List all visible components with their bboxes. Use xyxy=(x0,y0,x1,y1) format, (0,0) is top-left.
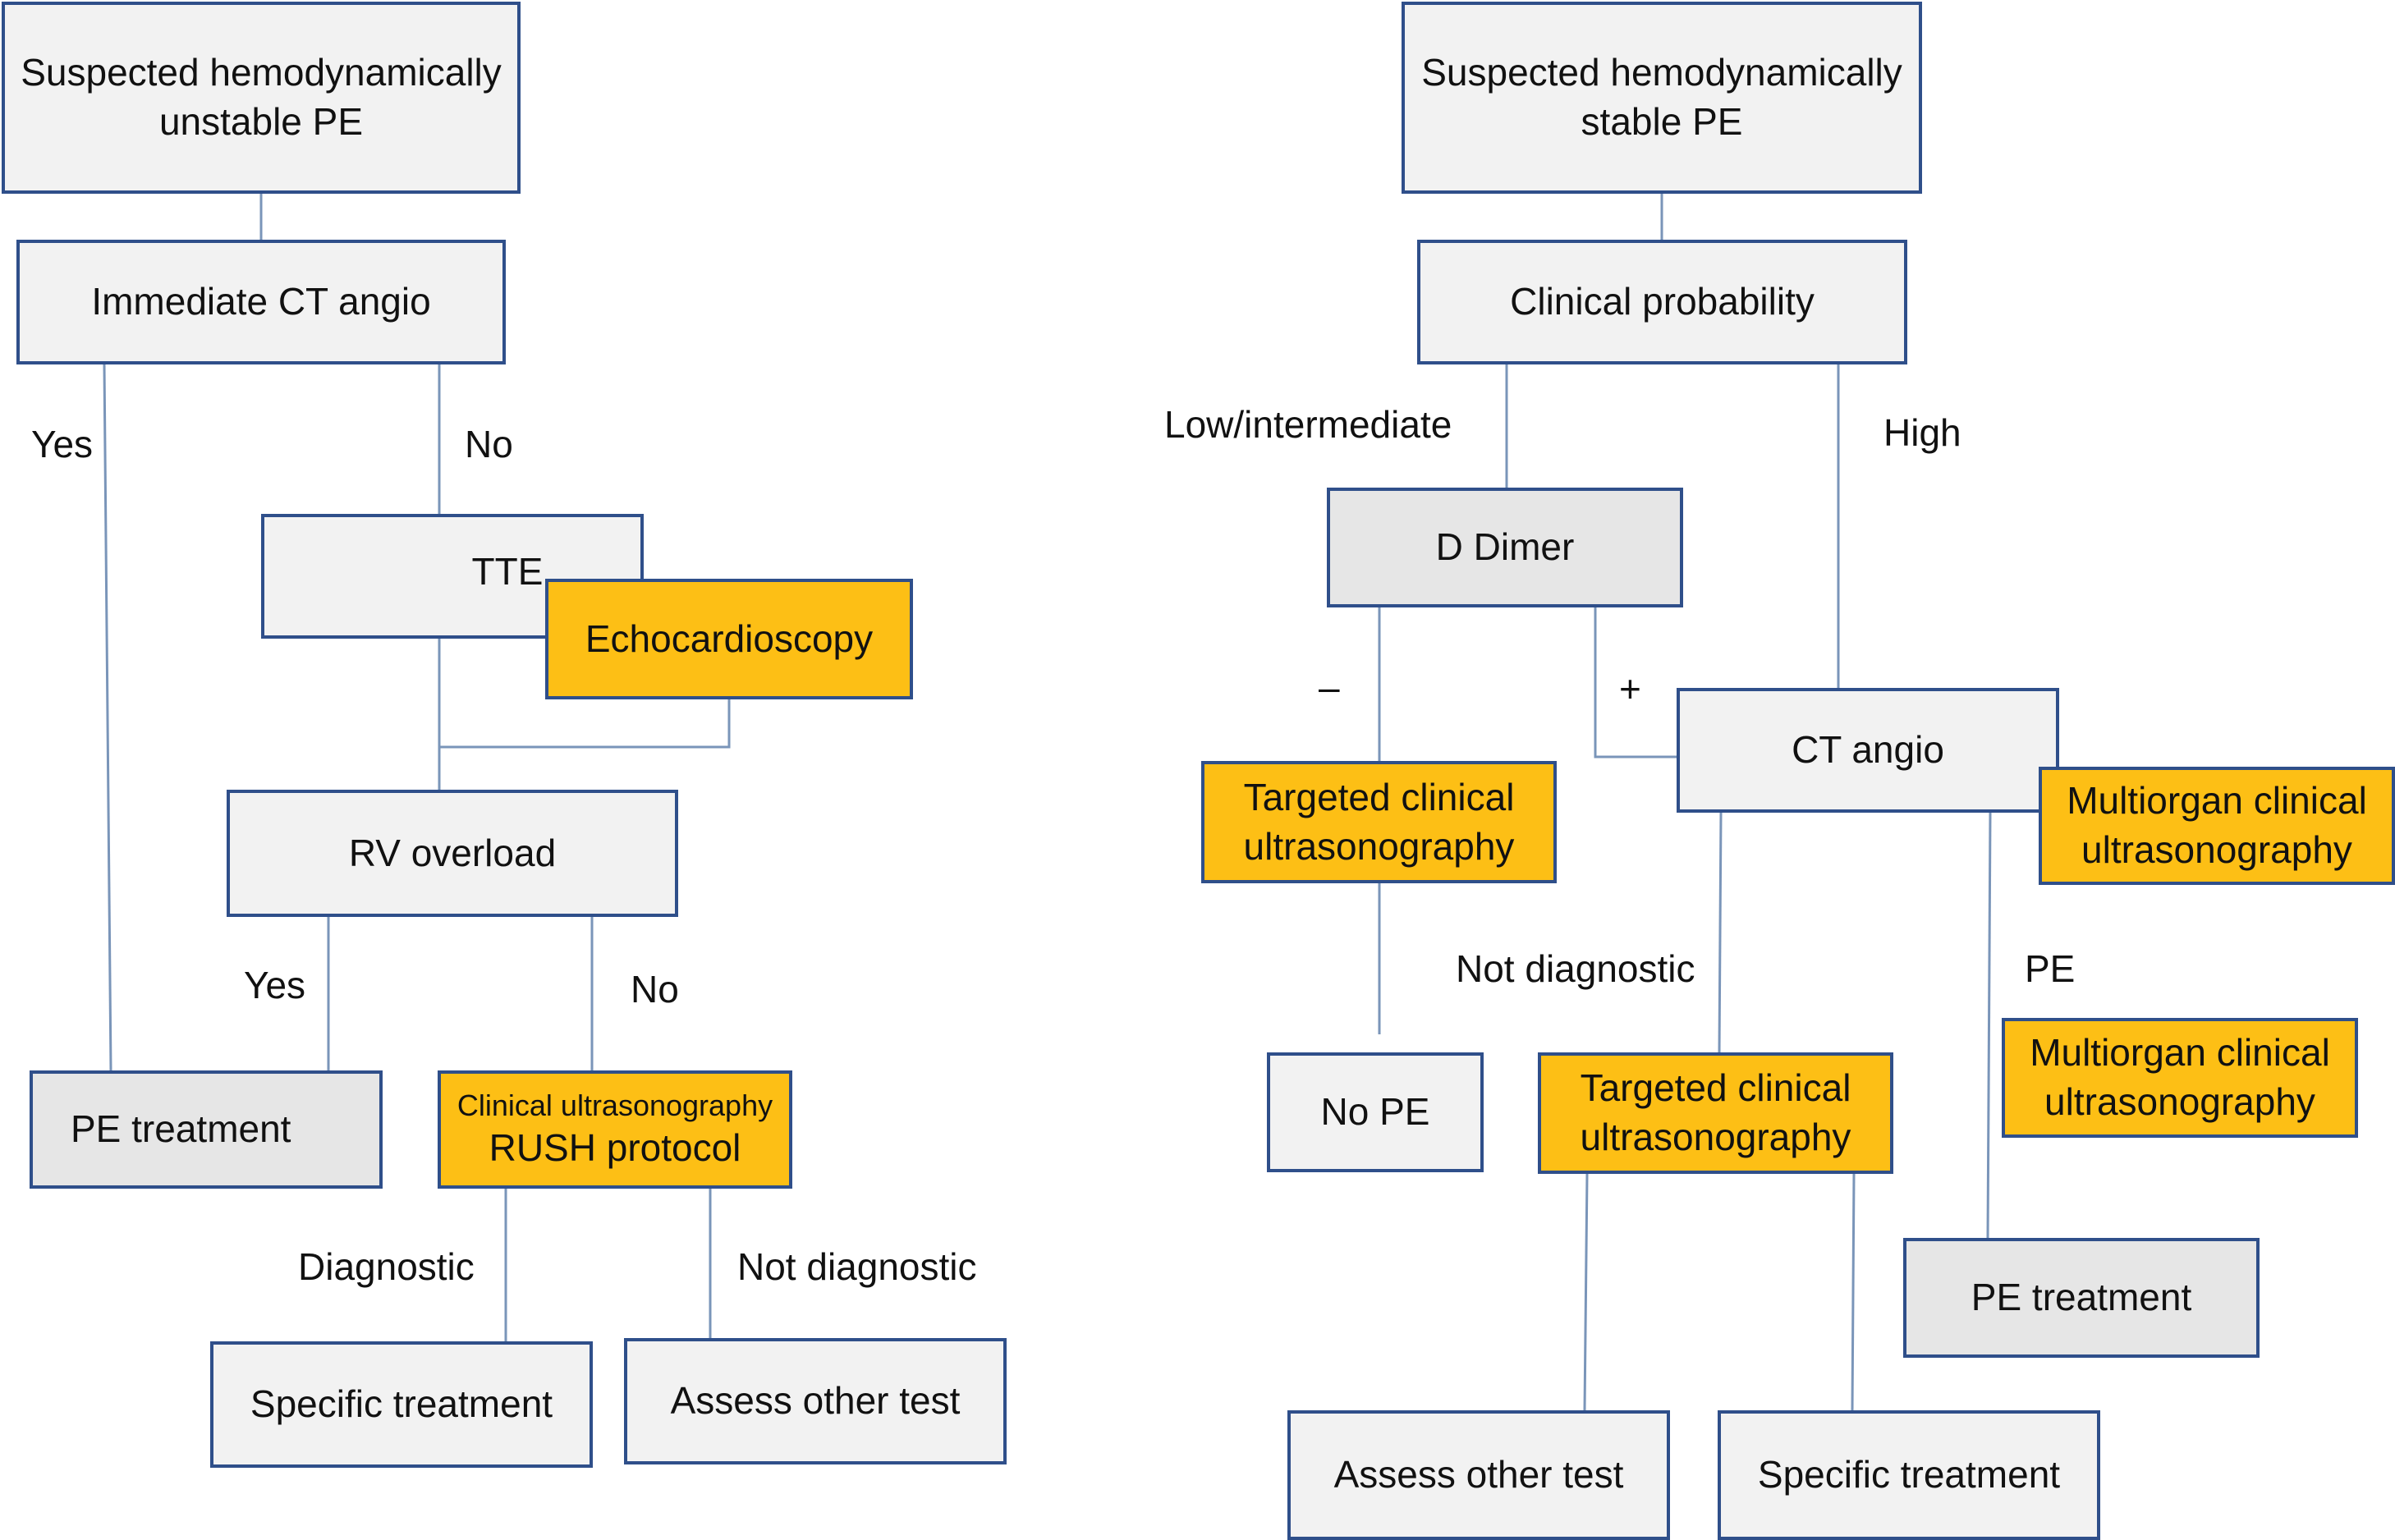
label-pe: PE xyxy=(2025,947,2076,990)
label-not-diagnostic-left: Not diagnostic xyxy=(737,1245,977,1288)
label-diagnostic: Diagnostic xyxy=(298,1245,475,1288)
label-not-diagnostic-right: Not diagnostic xyxy=(1456,947,1695,990)
node-no-pe-label: No PE xyxy=(1320,1090,1430,1134)
node-pe-treatment-right-label: PE treatment xyxy=(1971,1276,2192,1319)
connector-pe xyxy=(1986,812,1992,1239)
node-rush-protocol-title: Clinical ultrasonography xyxy=(457,1088,773,1122)
node-assess-other-test-right-label: Assess other test xyxy=(1333,1453,1624,1496)
node-stable-pe-label: Suspected hemodynamically stable PE xyxy=(1421,51,1902,143)
node-pe-treatment-right: PE treatment xyxy=(1903,1238,2260,1358)
node-pe-treatment-left: PE treatment xyxy=(30,1070,383,1189)
connector-specific-r xyxy=(1851,1173,1856,1411)
node-specific-treatment-right-label: Specific treatment xyxy=(1757,1453,2061,1496)
node-targeted-ultrasonography-2-label: Targeted clinical ultrasonography xyxy=(1580,1066,1851,1158)
node-tte-label: TTE xyxy=(471,550,544,594)
connector-plus xyxy=(1594,607,1677,759)
node-echocardioscopy-label: Echocardioscopy xyxy=(585,616,874,660)
connector-not-diagnostic-r xyxy=(1718,812,1723,1053)
node-clinical-probability-label: Clinical probability xyxy=(1510,280,1815,323)
node-specific-treatment-right: Specific treatment xyxy=(1718,1410,2100,1540)
node-clinical-probability: Clinical probability xyxy=(1417,240,1907,364)
node-rush-protocol-label: RUSH protocol xyxy=(489,1125,741,1169)
node-ct-angio: CT angio xyxy=(1677,688,2059,813)
node-targeted-ultrasonography-1-label: Targeted clinical ultrasonography xyxy=(1243,775,1515,868)
node-rv-overload: RV overload xyxy=(227,790,678,917)
label-plus: + xyxy=(1619,667,1641,710)
node-targeted-ultrasonography-2: Targeted clinical ultrasonography xyxy=(1538,1052,1893,1174)
connector-ct-yes xyxy=(103,364,112,1071)
node-multiorgan-ultrasonography-2-label: Multiorgan clinical ultrasonography xyxy=(2030,1031,2330,1123)
node-multiorgan-ultrasonography-1-label: Multiorgan clinical ultrasonography xyxy=(2067,779,2367,871)
node-specific-treatment-left-label: Specific treatment xyxy=(250,1382,553,1426)
node-rush-protocol: Clinical ultrasonography RUSH protocol xyxy=(438,1070,792,1189)
node-unstable-pe-label: Suspected hemodynamically unstable PE xyxy=(21,51,502,143)
node-assess-other-test-left: Assess other test xyxy=(624,1338,1007,1464)
node-specific-treatment-left: Specific treatment xyxy=(210,1341,593,1468)
node-multiorgan-ultrasonography-1: Multiorgan clinical ultrasonography xyxy=(2039,767,2395,885)
label-yes-ct: Yes xyxy=(31,423,94,465)
node-d-dimer-label: D Dimer xyxy=(1435,525,1575,569)
label-low-intermediate: Low/intermediate xyxy=(1164,403,1452,446)
node-rv-overload-label: RV overload xyxy=(348,831,557,874)
label-yes-rv: Yes xyxy=(244,964,306,1006)
connector-echo-merge xyxy=(439,699,731,749)
node-d-dimer: D Dimer xyxy=(1327,488,1683,607)
node-immediate-ct-angio-label: Immediate CT angio xyxy=(91,280,431,323)
node-multiorgan-ultrasonography-2: Multiorgan clinical ultrasonography xyxy=(2002,1018,2358,1138)
node-targeted-ultrasonography-1: Targeted clinical ultrasonography xyxy=(1201,761,1557,883)
node-assess-other-test-right: Assess other test xyxy=(1287,1410,1670,1540)
label-minus: – xyxy=(1319,666,1340,708)
node-pe-treatment-left-label: PE treatment xyxy=(71,1107,291,1151)
node-echocardioscopy: Echocardioscopy xyxy=(545,579,913,699)
label-high: High xyxy=(1883,411,1961,454)
node-unstable-pe: Suspected hemodynamically unstable PE xyxy=(2,2,521,194)
label-no-rv: No xyxy=(631,968,679,1011)
node-ct-angio-label: CT angio xyxy=(1792,728,1944,772)
connector-assess-r xyxy=(1583,1173,1589,1411)
node-stable-pe: Suspected hemodynamically stable PE xyxy=(1402,2,1922,194)
label-no-ct: No xyxy=(465,423,513,465)
node-no-pe: No PE xyxy=(1267,1052,1484,1172)
node-assess-other-test-left-label: Assess other test xyxy=(670,1379,961,1423)
node-immediate-ct-angio: Immediate CT angio xyxy=(16,240,506,364)
